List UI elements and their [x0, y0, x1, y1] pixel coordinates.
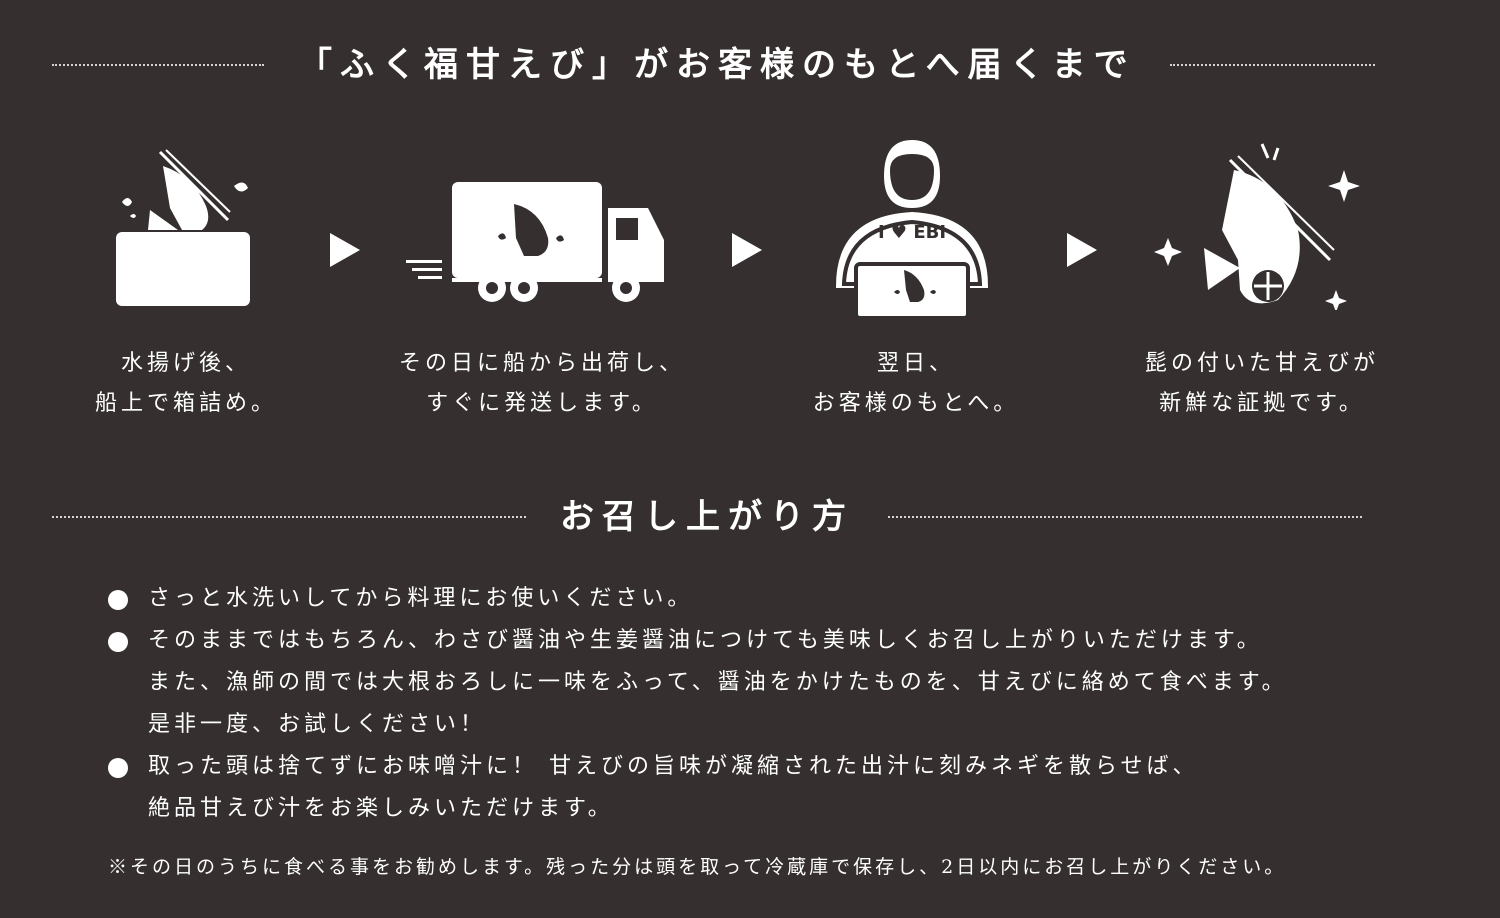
step-caption-1: 水揚げ後、 船上で箱詰め。 — [94, 351, 277, 416]
bullet-icon — [108, 632, 128, 652]
usage-title-row: お召し上がり方 — [52, 500, 1430, 534]
sparkling-shrimp-icon — [1154, 143, 1360, 310]
list-item: そのままではもちろん、わさび醤油や生姜醤油につけても美味しくお召し上がりいただけ… — [108, 620, 1438, 746]
customer-with-box-icon: I ♥ EBI — [836, 140, 988, 320]
dotted-divider-left — [52, 516, 526, 518]
list-item: 取った頭は捨てずにお味噌汁に！ 甘えびの旨味が凝縮された出汁に刻みネギを散らせば… — [108, 746, 1438, 830]
bullet-icon — [108, 758, 128, 778]
shirt-text: I ♥ EBI — [878, 222, 946, 243]
arrow-right-icon — [732, 233, 762, 267]
usage-list: さっと水洗いしてから料理にお使いください。 そのままではもちろん、わさび醤油や生… — [108, 578, 1438, 830]
dotted-divider-right — [1169, 64, 1375, 66]
dotted-divider-right — [888, 516, 1362, 518]
arrow-right-icon — [1067, 233, 1097, 267]
delivery-title: 「ふく福甘えび」がお客様のもとへ届くまで — [298, 45, 1136, 85]
step-caption-4: 髭の付いた甘えびが 新鮮な証拠です。 — [1144, 351, 1379, 416]
delivery-title-row: 「ふく福甘えび」がお客様のもとへ届くまで — [52, 48, 1430, 82]
delivery-truck-icon — [406, 182, 664, 302]
usage-title: お召し上がり方 — [560, 497, 854, 537]
footnote: ※その日のうちに食べる事をお勧めします。残った分は頭を取って冷蔵庫で保存し、2日… — [108, 856, 1287, 878]
step-caption-2: その日に船から出荷し、 すぐに発送します。 — [398, 351, 685, 416]
arrow-right-icon — [330, 233, 360, 267]
step-caption-3: 翌日、 お客様のもとへ。 — [812, 351, 1020, 416]
list-item: さっと水洗いしてから料理にお使いください。 — [108, 578, 1438, 620]
dotted-divider-left — [52, 64, 264, 66]
bullet-icon — [108, 590, 128, 610]
shrimp-box-icon — [116, 149, 250, 306]
